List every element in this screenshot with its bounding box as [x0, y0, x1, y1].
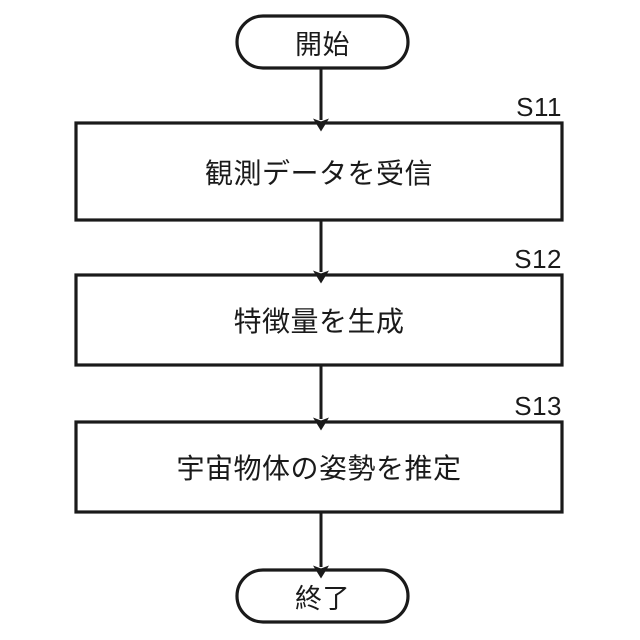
node-end-shape — [235, 568, 410, 624]
step-label-s11: S11 — [516, 92, 562, 122]
node-start-shape — [235, 14, 410, 70]
step-label-s12: S12 — [514, 244, 562, 274]
node-s12-shape — [74, 273, 564, 367]
node-s11-shape — [74, 121, 564, 222]
node-s13-shape — [74, 420, 564, 514]
step-label-s13: S13 — [514, 391, 562, 421]
